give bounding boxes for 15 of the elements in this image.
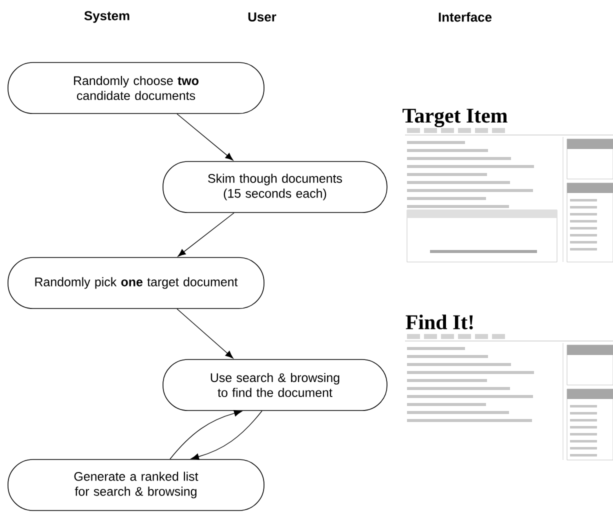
column-header: System [84, 11, 130, 23]
arrow [191, 410, 262, 460]
process-box: Skim though documents (15 seconds each) [162, 161, 388, 213]
screen-title: Find It! [406, 314, 473, 330]
process-box: Use search & browsing to find the document [162, 359, 388, 411]
arrow [178, 212, 234, 257]
screen-title: Target Item [402, 108, 508, 128]
arrow [170, 410, 242, 460]
column-header: User [248, 12, 276, 22]
process-box: Generate a ranked list for search & browsing [8, 459, 264, 511]
arrow [176, 308, 234, 359]
arrow [176, 114, 234, 161]
process-box: Randomly pick one target document [8, 257, 264, 309]
process-box: Randomly choose two candidate documents [8, 62, 264, 114]
column-header: Interface [438, 12, 492, 22]
